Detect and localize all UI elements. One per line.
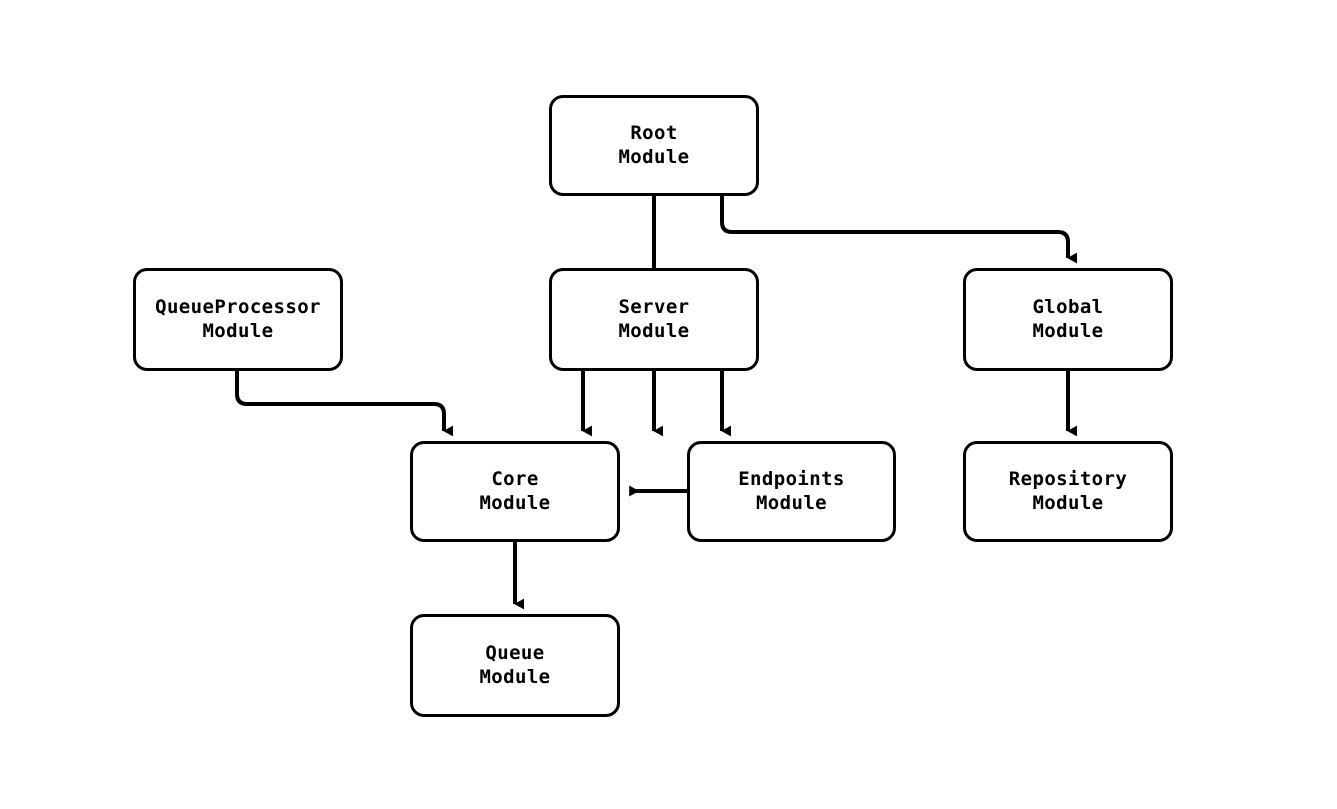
- edge-root-to-global: [720, 196, 1078, 264]
- node-root-module[interactable]: Root Module: [549, 95, 759, 196]
- node-repository-module-label: Repository Module: [1008, 468, 1128, 514]
- node-queueprocessor-module-label: QueueProcessor Module: [155, 296, 321, 342]
- node-core-module[interactable]: Core Module: [410, 441, 620, 542]
- node-global-module-label: Global Module: [1032, 296, 1104, 342]
- node-server-module-label: Server Module: [618, 296, 690, 342]
- node-queueprocessor-module[interactable]: QueueProcessor Module: [133, 268, 343, 371]
- node-core-module-label: Core Module: [479, 468, 551, 514]
- node-global-module[interactable]: Global Module: [963, 268, 1173, 371]
- node-root-module-label: Root Module: [618, 122, 690, 168]
- node-server-module[interactable]: Server Module: [549, 268, 759, 371]
- node-endpoints-module[interactable]: Endpoints Module: [687, 441, 896, 542]
- node-repository-module[interactable]: Repository Module: [963, 441, 1173, 542]
- node-queue-module[interactable]: Queue Module: [410, 614, 620, 717]
- node-queue-module-label: Queue Module: [479, 642, 551, 688]
- edge-queueprocessor-to-core: [235, 371, 454, 437]
- node-endpoints-module-label: Endpoints Module: [738, 468, 845, 514]
